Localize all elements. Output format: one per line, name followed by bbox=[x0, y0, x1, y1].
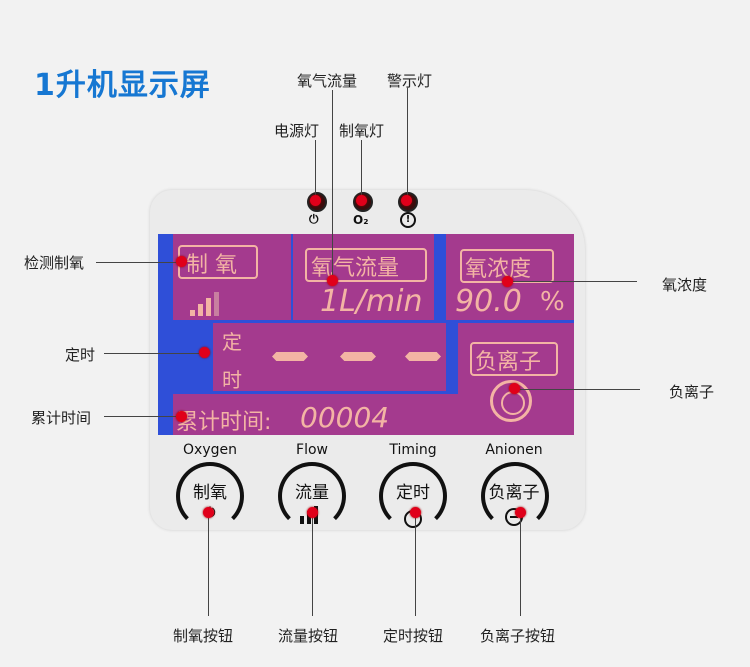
callout-warning-light: 警示灯 bbox=[387, 72, 433, 90]
timing-button-label: Timing bbox=[389, 442, 437, 458]
callout-power-light: 电源灯 bbox=[274, 122, 320, 140]
callout-detect-oxygen: 检测制氧 bbox=[24, 254, 85, 272]
lcd-cumulative-value: 00004 bbox=[300, 401, 390, 434]
flow-button-text: 流量 bbox=[295, 483, 329, 503]
callout-oxygen-button: 制氧按钮 bbox=[173, 627, 234, 645]
callout-anion-button: 负离子按钮 bbox=[480, 627, 556, 645]
oxygen-button[interactable] bbox=[176, 462, 244, 530]
power-icon: ⏻ bbox=[309, 212, 319, 226]
lcd-concentration-value: 90.0 bbox=[455, 284, 522, 319]
lcd-concentration-unit: % bbox=[540, 287, 565, 317]
timing-button-text: 定时 bbox=[396, 483, 430, 503]
o2-label: O₂ bbox=[353, 213, 369, 227]
callout-flow-button: 流量按钮 bbox=[278, 627, 339, 645]
callout-timer: 定时 bbox=[65, 346, 96, 364]
lcd-timer-label-1: 定 bbox=[222, 330, 242, 354]
lcd-cumulative-label: 累计时间: bbox=[176, 410, 272, 435]
page-title: 1升机显示屏 bbox=[34, 68, 211, 103]
flow-button[interactable] bbox=[278, 462, 346, 530]
lcd-timer-dash-3 bbox=[405, 352, 441, 361]
oxygen-button-label: Oxygen bbox=[183, 442, 237, 458]
anion-button-label: Anionen bbox=[485, 442, 543, 458]
callout-cumulative-time: 累计时间 bbox=[31, 409, 92, 427]
lcd-anion-label: 负离子 bbox=[475, 350, 542, 375]
lcd-flow-box bbox=[305, 248, 427, 282]
callout-anion: 负离子 bbox=[669, 383, 715, 401]
lcd-timer-dash-2 bbox=[340, 352, 376, 361]
lcd-anion-box bbox=[470, 342, 558, 376]
callout-oxygen-light: 制氧灯 bbox=[339, 122, 385, 140]
callout-timer-button: 定时按钮 bbox=[383, 627, 444, 645]
timing-button[interactable] bbox=[379, 462, 447, 530]
lcd-concentration-label: 氧浓度 bbox=[465, 257, 532, 282]
lcd-oxygen-label: 制 氧 bbox=[186, 253, 237, 278]
warning-icon: ! bbox=[400, 212, 416, 228]
callout-oxygen-flow: 氧气流量 bbox=[297, 72, 358, 90]
callout-oxygen-concentration: 氧浓度 bbox=[662, 276, 708, 294]
flow-button-label: Flow bbox=[296, 442, 328, 458]
lcd-timer-label-2: 时 bbox=[222, 368, 242, 392]
anion-button-text: 负离子 bbox=[488, 483, 540, 503]
lcd-flow-value: 1L/min bbox=[320, 284, 423, 319]
lcd-flow-label: 氧气流量 bbox=[311, 256, 400, 281]
anion-button[interactable] bbox=[481, 462, 549, 530]
oxygen-button-text: 制氧 bbox=[193, 483, 227, 503]
lcd-timer-dash-1 bbox=[272, 352, 308, 361]
